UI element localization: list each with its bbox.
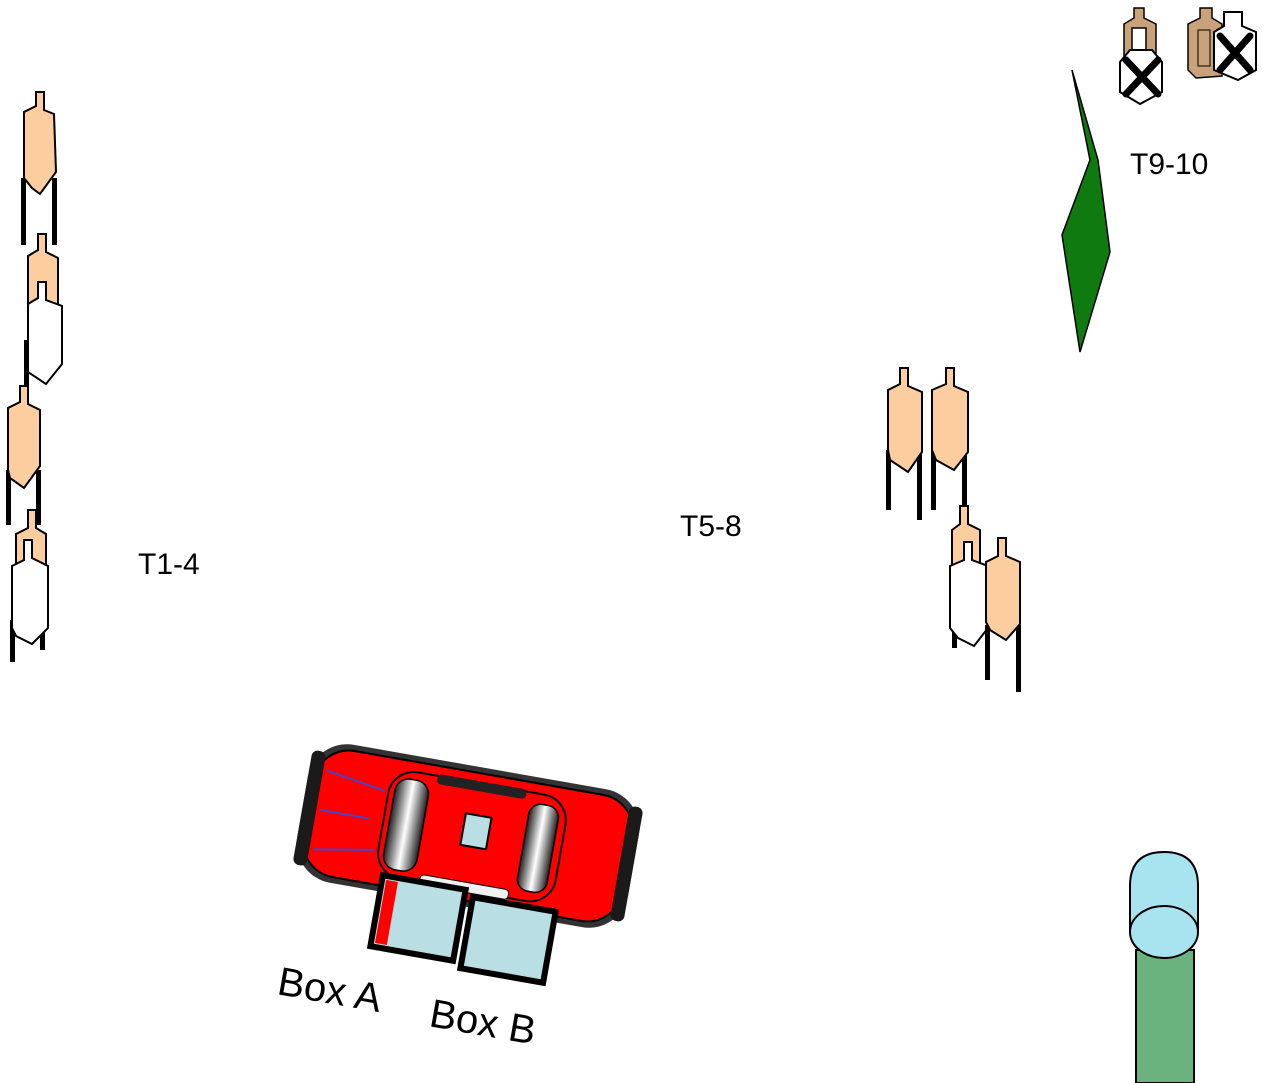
- target-group-t9-10: [1120, 8, 1256, 104]
- target-group-t1-4: [6, 92, 62, 662]
- car-prop: [290, 738, 645, 934]
- steel-target-x-icon: [1188, 8, 1256, 80]
- shoot-target: [985, 538, 1021, 692]
- target-group-t5-8: [886, 368, 1021, 692]
- green-wall: [1062, 70, 1110, 352]
- barrel-prop: [1130, 852, 1198, 1083]
- shoot-target: [886, 368, 922, 520]
- shoot-target: [6, 386, 41, 525]
- label-box-b: Box B: [426, 992, 539, 1054]
- shoot-target: [21, 92, 57, 245]
- label-t9-10: T9-10: [1130, 148, 1208, 181]
- box-b: [460, 897, 555, 982]
- label-t1-4: T1-4: [138, 548, 200, 581]
- label-t5-8: T5-8: [680, 510, 742, 543]
- label-box-a: Box A: [274, 960, 385, 1022]
- shoot-target: [931, 368, 968, 520]
- box-a: [370, 875, 465, 960]
- steel-target-x-icon: [1120, 8, 1162, 104]
